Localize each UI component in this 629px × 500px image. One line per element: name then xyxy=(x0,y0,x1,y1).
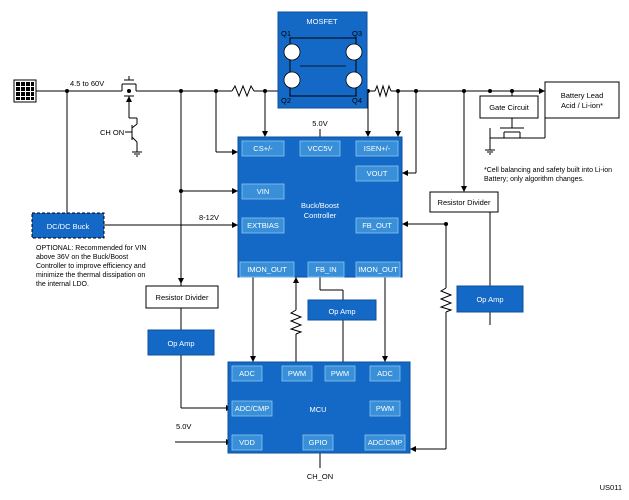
ground-symbols xyxy=(132,149,495,157)
battery-block: Battery Lead Acid / Li-ion* xyxy=(544,81,620,119)
battery-label-line2: Acid / Li-ion* xyxy=(561,101,603,110)
resistor-divider-right: Resistor Divider xyxy=(429,191,499,213)
junction-dots xyxy=(65,89,514,226)
mosfet-q3-label: Q3 xyxy=(352,29,362,38)
mosfet-q1-label: Q1 xyxy=(281,29,291,38)
resistor-symbols xyxy=(231,84,453,335)
optional-note-line-4: minimize the thermal dissipation on xyxy=(36,272,145,279)
mcu-vdd-voltage-label: 5.0V xyxy=(176,422,191,431)
arrowheads xyxy=(126,88,545,452)
mcu-pin-gpio: GPIO xyxy=(309,438,328,447)
mosfet-block: MOSFET Q1 Q2 Q3 Q4 xyxy=(277,11,368,109)
op-amp-center-label: Op Amp xyxy=(328,307,355,316)
mcu-pin-pwm-1: PWM xyxy=(288,369,306,378)
pin-extbias: EXTBIAS xyxy=(247,221,279,230)
pin-imon-out-right: IMON_OUT xyxy=(358,265,398,274)
mcu-pin-pwm-2: PWM xyxy=(331,369,349,378)
controller-title-line1: Buck/Boost xyxy=(301,201,340,210)
op-amp-center: Op Amp xyxy=(307,299,377,321)
wiring xyxy=(36,90,546,468)
dcdc-buck-label: DC/DC Buck xyxy=(47,222,90,231)
op-amp-left-label: Op Amp xyxy=(167,339,194,348)
solar-panel-icon xyxy=(13,79,37,103)
mcu-pin-adc-top-left: ADC xyxy=(239,369,255,378)
resistor-divider-left: Resistor Divider xyxy=(145,285,219,309)
pin-vin: VIN xyxy=(257,187,270,196)
controller-title-line2: Controller xyxy=(304,211,337,220)
optional-note: OPTIONAL: Recommended for VIN above 36V … xyxy=(36,245,146,288)
mcu-pin-adc-top-right: ADC xyxy=(377,369,393,378)
mcu-block: ADC PWM PWM ADC ADC/CMP MCU PWM VDD GPIO… xyxy=(227,361,411,454)
gate-circuit-label: Gate Circuit xyxy=(489,103,530,112)
op-amp-right-label: Op Amp xyxy=(476,295,503,304)
optional-note-line-5: the internal LDO. xyxy=(36,281,89,288)
extbias-voltage-label: 8-12V xyxy=(199,213,219,222)
resistor-divider-left-label: Resistor Divider xyxy=(156,293,209,302)
battery-note-line-2: Battery; only algorithm changes. xyxy=(484,176,584,183)
ch-on-label: CH ON xyxy=(100,128,124,137)
mcu-title: MCU xyxy=(309,405,326,414)
pin-fb-out: FB_OUT xyxy=(362,221,392,230)
optional-note-line-3: Controller to improve efficiency and xyxy=(36,263,146,270)
battery-label-line1: Battery Lead xyxy=(561,91,604,100)
gate-circuit-block: Gate Circuit xyxy=(479,95,539,119)
op-amp-left: Op Amp xyxy=(147,329,215,356)
vcc5v-voltage-label: 5.0V xyxy=(312,119,327,128)
mcu-pin-pwm-right: PWM xyxy=(376,404,394,413)
op-amp-right: Op Amp xyxy=(456,285,524,313)
pin-fb-in: FB_IN xyxy=(315,265,336,274)
pin-isen: ISEN+/- xyxy=(364,144,391,153)
dcdc-buck-block: DC/DC Buck xyxy=(31,212,105,239)
optional-note-line-1: OPTIONAL: Recommended for VIN xyxy=(36,245,146,252)
input-switch-transistor xyxy=(118,76,140,97)
mcu-pin-adc-cmp-left: ADC/CMP xyxy=(235,404,270,413)
optional-note-line-2: above 36V on the Buck/Boost xyxy=(36,254,128,261)
pin-vout: VOUT xyxy=(367,169,388,178)
resistor-divider-right-label: Resistor Divider xyxy=(438,198,491,207)
figure-id: US011 xyxy=(600,483,622,492)
input-voltage-label: 4.5 to 60V xyxy=(70,79,104,88)
pin-imon-out-left: IMON_OUT xyxy=(247,265,287,274)
battery-note-line-1: *Cell balancing and safety built into Li… xyxy=(484,167,612,174)
mcu-pin-vdd: VDD xyxy=(239,438,255,447)
mosfet-title: MOSFET xyxy=(306,17,338,26)
buck-boost-controller: 5.0V CS+/- VCC5V ISEN+/- VOUT VIN Buck/B… xyxy=(237,119,403,278)
battery-switch-transistor xyxy=(500,127,524,138)
pin-vcc5v: VCC5V xyxy=(307,144,332,153)
mcu-pin-adc-cmp-right: ADC/CMP xyxy=(368,438,403,447)
mosfet-q4-label: Q4 xyxy=(352,96,362,105)
mosfet-q2-label: Q2 xyxy=(281,96,291,105)
pin-cs: CS+/- xyxy=(253,144,273,153)
mcu-ch-on-label: CH_ON xyxy=(307,472,333,481)
ch-on-transistor xyxy=(131,123,138,143)
